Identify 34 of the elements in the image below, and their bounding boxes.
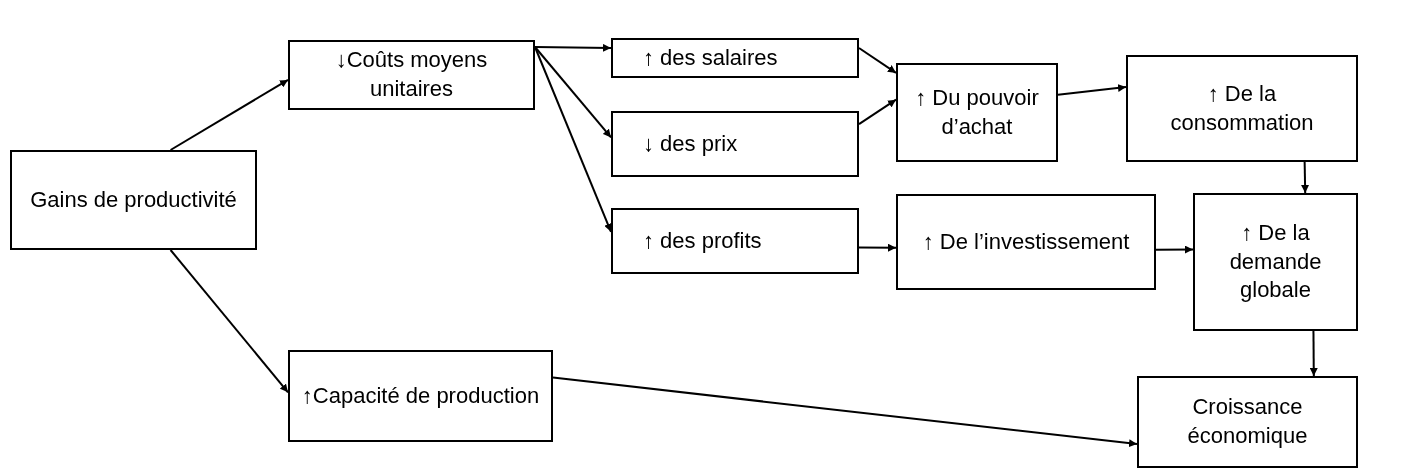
arrow (858, 98, 897, 126)
arrow (169, 249, 289, 394)
box-label: Gains de productivité (30, 185, 237, 214)
process-box (288, 350, 553, 442)
process-box (1193, 193, 1358, 331)
process-box (10, 150, 257, 250)
process-box (288, 40, 535, 110)
box-label: ↑Capacité de production (301, 381, 540, 410)
arrow (858, 47, 897, 74)
box-label: ↑ De la demande globale (1228, 219, 1323, 305)
box-label: ↓ des prix (643, 129, 738, 158)
process-box (896, 194, 1156, 290)
arrow (1309, 330, 1318, 377)
box-label: ↑ des salaires (643, 43, 778, 72)
process-box (1137, 376, 1358, 468)
box-label: ↓Coûts moyens unitaires (334, 46, 489, 103)
arrow (169, 78, 289, 151)
box-label: ↑ De la consommation (1169, 79, 1315, 137)
process-box (611, 38, 859, 78)
process-box (896, 63, 1058, 162)
arrow (534, 43, 612, 52)
box-label: ↑ De l’investissement (922, 227, 1130, 256)
arrow (1057, 84, 1127, 96)
box-label: Croissance économique (1186, 393, 1309, 450)
arrow (552, 376, 1138, 448)
arrow (534, 46, 612, 139)
arrow (858, 243, 897, 252)
process-box (1126, 55, 1358, 162)
box-label: ↑ Du pouvoir d’achat (914, 83, 1040, 141)
box-label: ↑ des profits (643, 226, 762, 255)
process-box (611, 111, 859, 177)
process-box (611, 208, 859, 274)
arrow (1155, 245, 1194, 254)
arrow (1301, 161, 1310, 194)
